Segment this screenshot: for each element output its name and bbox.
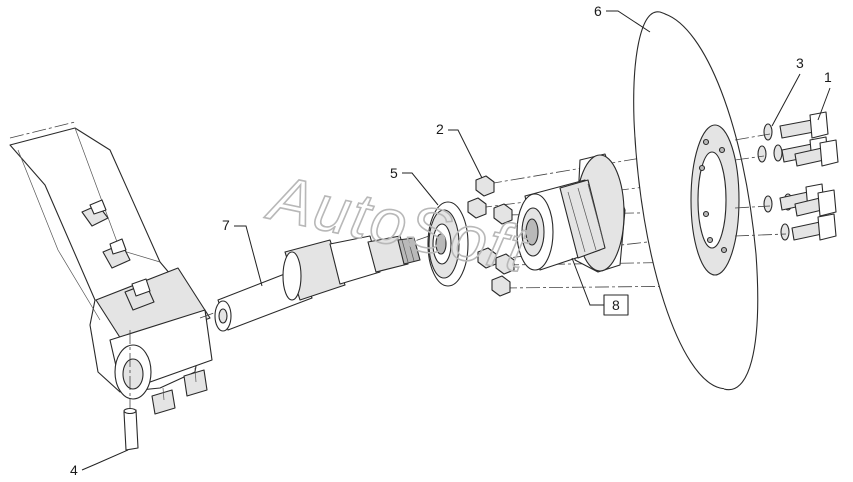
axle-shaft: [199, 231, 441, 332]
callout-7: 7: [222, 217, 263, 287]
callout-label-2: 2: [436, 121, 444, 137]
frame-arm: [9, 121, 213, 415]
stud-1: [81, 199, 109, 227]
washers: [757, 123, 793, 241]
callout-label-7: 7: [222, 217, 230, 233]
callout-3: 3: [771, 55, 804, 127]
callout-label-1: 1: [824, 69, 832, 85]
callout-label-5: 5: [390, 165, 398, 181]
callout-4: 4: [70, 449, 129, 478]
clamp-bolts: [151, 367, 208, 415]
callout-label-3: 3: [796, 55, 804, 71]
stud-3: [124, 278, 155, 311]
callout-5: 5: [390, 165, 439, 206]
callout-label-6: 6: [594, 3, 602, 19]
pin: [123, 330, 139, 451]
disc: [633, 11, 759, 391]
callout-label-4: 4: [70, 462, 78, 478]
callout-1: 1: [817, 69, 832, 121]
hub: [516, 153, 626, 273]
callout-6: 6: [594, 3, 651, 33]
callout-2: 2: [436, 121, 483, 179]
callout-label-8: 8: [612, 297, 620, 313]
callout-8: 8: [571, 257, 629, 316]
stud-2: [102, 238, 131, 269]
bearing: [427, 201, 469, 287]
